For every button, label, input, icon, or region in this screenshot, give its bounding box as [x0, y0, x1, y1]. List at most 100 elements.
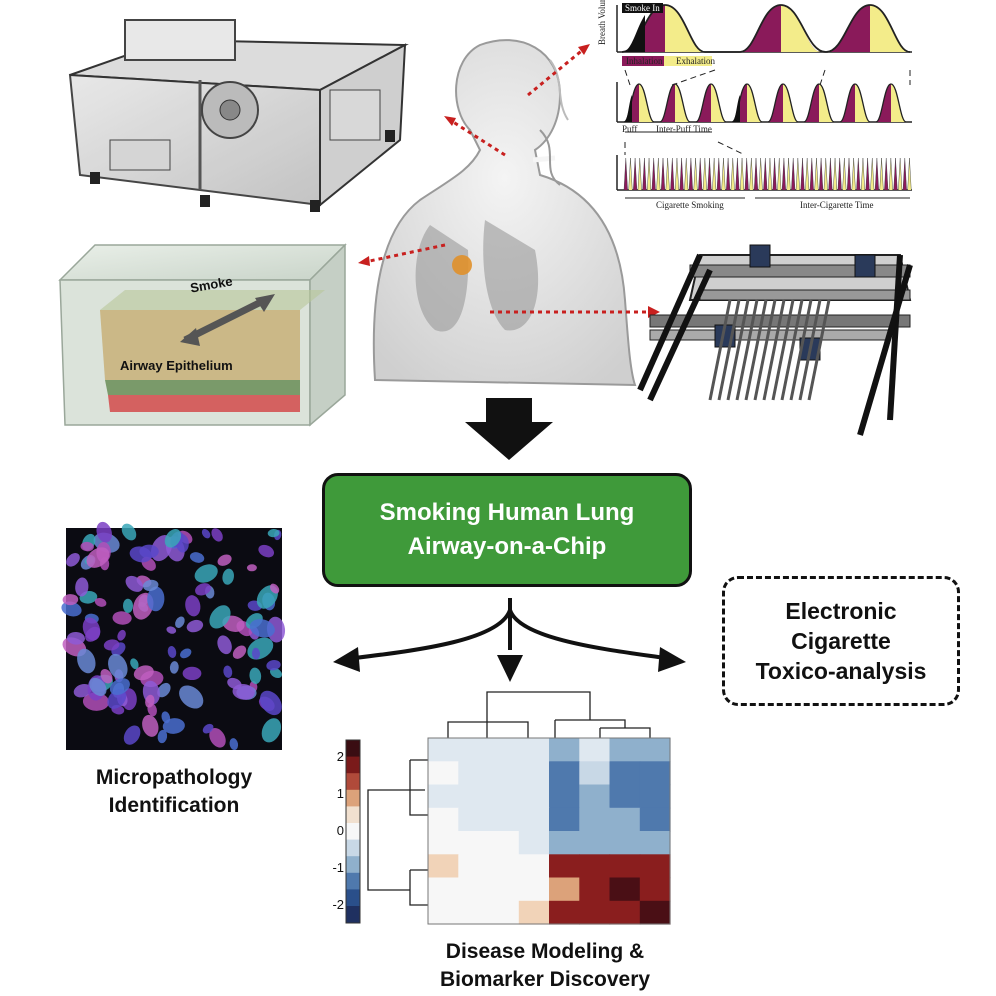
cell-cluster — [269, 583, 280, 594]
pipette-needle — [789, 299, 813, 401]
colorbar-swatch — [346, 773, 360, 791]
pipette-needle — [798, 299, 822, 401]
smoking-human-figure — [372, 39, 637, 387]
cigarette-spike — [688, 157, 693, 191]
cell-cluster — [217, 554, 232, 566]
cell-cluster — [169, 661, 179, 674]
cigarette-spike — [702, 157, 707, 191]
cigarette-spike — [851, 157, 856, 191]
heatmap-cell — [609, 761, 641, 786]
cigarette-spike — [763, 157, 768, 191]
cell-cluster — [103, 639, 120, 651]
cigarette-spike — [805, 157, 810, 191]
cell-cluster — [166, 626, 177, 634]
colorbar-swatch — [346, 789, 360, 807]
cell-cluster — [62, 594, 79, 606]
heatmap-cell — [579, 807, 611, 832]
heatmap-cell — [518, 877, 550, 902]
micropathology-image — [61, 521, 286, 751]
cigarette-smoking-label: Cigarette Smoking — [656, 200, 724, 210]
cell-cluster — [123, 725, 141, 745]
heatmap-cell — [549, 900, 580, 925]
disease-modeling-caption: Disease Modeling & Biomarker Discovery — [395, 938, 695, 994]
cigarette-spike — [679, 157, 684, 191]
puff-outline — [839, 83, 871, 123]
heatmap-cell — [518, 854, 550, 879]
heatmap-cell — [609, 900, 641, 925]
cell-cluster — [266, 660, 281, 671]
heatmap-cell — [579, 784, 611, 809]
smoking-machine-illustration — [68, 19, 409, 212]
cell-cluster — [96, 521, 112, 543]
cigarette-spike — [647, 157, 652, 191]
heatmap-cell — [639, 738, 671, 762]
heatmap-cell — [488, 784, 520, 809]
cell-cluster — [201, 529, 211, 539]
colorbar-tick-minus2: -2 — [332, 897, 344, 912]
cell-cluster — [266, 616, 286, 643]
cell-cluster — [179, 685, 204, 709]
heatmap-cell — [428, 761, 459, 786]
heatmap-cell — [518, 738, 550, 762]
cell-cluster — [147, 586, 165, 612]
heatmap-cell — [639, 831, 671, 855]
cigarette-spike — [628, 157, 633, 191]
pipette-needle — [807, 299, 831, 401]
heatmap-cell — [518, 807, 550, 832]
cigarette-spike — [814, 157, 819, 191]
cell-cluster — [122, 598, 134, 613]
heatmap-cell — [609, 854, 641, 879]
center-box-line1: Smoking Human Lung — [379, 499, 635, 526]
cigarette-spike — [623, 157, 628, 191]
cigarette-spike — [902, 157, 907, 191]
cell-cluster — [142, 714, 159, 737]
heatmap-cell — [579, 738, 611, 762]
side-box-line1: Electronic — [785, 598, 897, 624]
cigarette-spike — [735, 157, 740, 191]
heatmap-cell — [549, 831, 580, 855]
colorbar-swatch — [346, 872, 360, 890]
cigarette-spike — [716, 157, 721, 191]
pipette-needle — [717, 299, 741, 401]
heatmap-cell — [579, 761, 611, 786]
heatmap-cell — [639, 761, 671, 786]
cell-cluster — [267, 528, 280, 538]
cigarette-spike — [893, 157, 898, 191]
cigarette-spike — [707, 157, 712, 191]
pipette-needle — [780, 299, 804, 401]
colorbar-swatch — [346, 906, 360, 923]
heatmap-cell — [609, 784, 641, 809]
puff-outline — [875, 83, 907, 123]
pump-robot-frame — [637, 244, 913, 436]
cell-cluster — [259, 690, 282, 716]
cell-cluster — [80, 541, 94, 552]
pipette-needle — [762, 299, 786, 401]
inter-puff-time-label: Inter-Puff Time — [656, 124, 712, 134]
micro-caption-line1: Micropathology — [95, 766, 253, 789]
heatmap-grid — [428, 738, 671, 925]
cell-cluster — [232, 645, 247, 659]
cigarette-spike — [767, 157, 772, 191]
cigarette-spike — [795, 157, 800, 191]
cigarette-spike — [879, 157, 884, 191]
heatmap-cell — [579, 854, 611, 879]
cell-cluster — [195, 583, 211, 596]
colorbar-tick-minus1: -1 — [332, 860, 344, 875]
heatmap-cell — [609, 831, 641, 855]
heatmap-cell — [639, 784, 671, 809]
disease-caption-line1: Disease Modeling & — [445, 940, 645, 963]
center-box-line2: Airway-on-a-Chip — [407, 533, 607, 560]
cell-cluster — [129, 546, 152, 563]
heatmap-cell — [579, 831, 611, 855]
cigarette-spike — [781, 157, 786, 191]
heatmap-cell — [488, 807, 520, 832]
cell-cluster — [185, 595, 201, 617]
cell-cluster — [229, 738, 239, 751]
heatmap-cell — [458, 784, 490, 809]
e-cigarette-toxico-box: Electronic Cigarette Toxico-analysis — [722, 576, 960, 706]
heatmap-cell — [458, 738, 490, 762]
cell-cluster — [217, 635, 232, 655]
cell-cluster — [108, 653, 128, 679]
colorbar-swatch — [346, 740, 360, 757]
